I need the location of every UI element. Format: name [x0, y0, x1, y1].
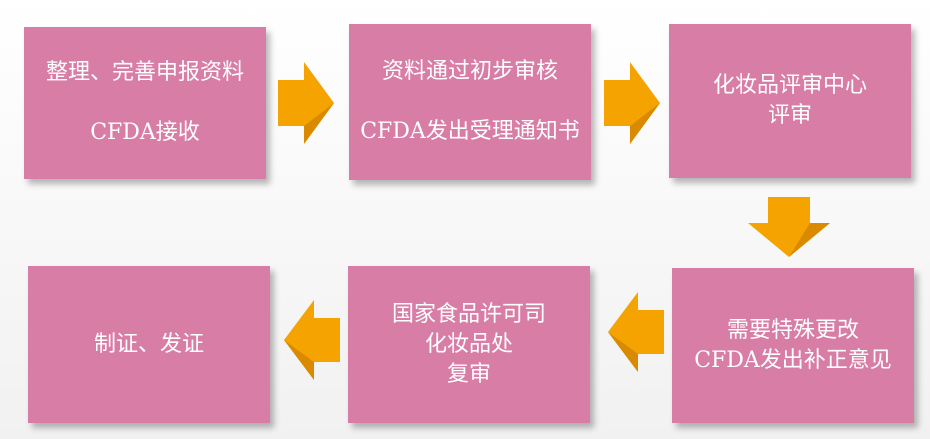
step-box-2: 资料通过初步审核 CFDA发出受理通知书 [349, 24, 591, 180]
arrow-down [748, 197, 830, 257]
step-5-line-3: 复审 [446, 361, 491, 387]
arrow-left-icon [284, 300, 340, 380]
step-4-line-1: 需要特殊更改 [726, 317, 859, 343]
step-1-line-2: CFDA接收 [90, 120, 200, 145]
step-6-line-1: 制证、发证 [93, 331, 204, 357]
arrow-left-1 [608, 292, 664, 372]
arrow-left-icon [608, 292, 664, 372]
step-box-6: 制证、发证 [28, 266, 270, 423]
step-4-line-2: CFDA发出补正意见 [694, 347, 892, 373]
arrow-right-2 [604, 62, 660, 144]
arrow-right-1 [278, 62, 334, 144]
step-3-line-1: 化妆品评审中心 [712, 73, 867, 98]
step-box-1: 整理、完善申报资料 CFDA接收 [24, 27, 266, 179]
step-5-line-1: 国家食品许可司 [391, 301, 546, 327]
step-5-line-2: 化妆品处 [424, 331, 513, 357]
step-2-line-1: 资料通过初步审核 [381, 59, 558, 84]
step-3-line-2: 评审 [767, 103, 812, 128]
arrow-right-icon [604, 62, 660, 144]
step-box-3: 化妆品评审中心 评审 [669, 24, 911, 178]
step-1-line-1: 整理、完善申报资料 [45, 60, 244, 85]
arrow-down-icon [748, 197, 830, 257]
step-2-line-2: CFDA发出受理通知书 [360, 119, 580, 144]
step-box-5: 国家食品许可司 化妆品处 复审 [348, 266, 590, 423]
step-box-4: 需要特殊更改 CFDA发出补正意见 [672, 268, 914, 423]
arrow-right-icon [278, 62, 334, 144]
arrow-left-2 [284, 300, 340, 380]
